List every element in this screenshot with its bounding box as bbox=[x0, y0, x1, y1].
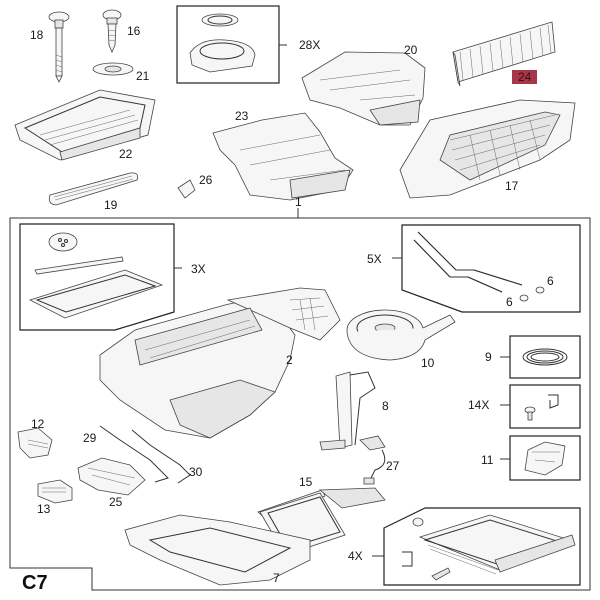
callout-27[interactable]: 27 bbox=[386, 459, 400, 473]
callout-9[interactable]: 9 bbox=[485, 350, 492, 364]
callout-18[interactable]: 18 bbox=[30, 28, 44, 42]
part-2-hvac-housing bbox=[99, 287, 341, 439]
callout-10[interactable]: 10 bbox=[421, 356, 435, 370]
callout-6b[interactable]: 6 bbox=[506, 295, 513, 309]
part-18-long-screw bbox=[48, 11, 70, 83]
callout-8[interactable]: 8 bbox=[382, 399, 389, 413]
part-11-resistor bbox=[524, 441, 566, 476]
part-4x-evaporator bbox=[402, 514, 576, 581]
part-21-grommet bbox=[92, 62, 134, 76]
part-10-blower-motor bbox=[346, 309, 456, 361]
callout-1[interactable]: 1 bbox=[295, 195, 302, 209]
callout-7[interactable]: 7 bbox=[273, 571, 280, 585]
part-23-duct-housing bbox=[212, 112, 354, 201]
kit-box-3x bbox=[19, 223, 175, 331]
callout-15[interactable]: 15 bbox=[299, 475, 313, 489]
part-30-cable bbox=[131, 429, 191, 484]
callout-30[interactable]: 30 bbox=[189, 465, 203, 479]
part-25-bracket bbox=[77, 457, 146, 496]
part-16-screw bbox=[102, 9, 122, 54]
callout-13[interactable]: 13 bbox=[37, 502, 51, 516]
callout-28x[interactable]: 28X bbox=[299, 38, 321, 52]
callout-2[interactable]: 2 bbox=[286, 353, 293, 367]
part-29-cable bbox=[99, 425, 169, 483]
part-28x-rings bbox=[189, 13, 256, 73]
callout-5x[interactable]: 5X bbox=[367, 252, 382, 266]
callout-17[interactable]: 17 bbox=[505, 179, 519, 193]
callout-6a[interactable]: 6 bbox=[547, 274, 554, 288]
callout-23[interactable]: 23 bbox=[235, 109, 249, 123]
part-26-clip bbox=[177, 179, 196, 199]
callout-16[interactable]: 16 bbox=[127, 24, 141, 38]
kit-box-5x bbox=[401, 224, 581, 313]
callout-19[interactable]: 19 bbox=[104, 198, 118, 212]
callout-26[interactable]: 26 bbox=[199, 173, 213, 187]
part-17-inlet-grille bbox=[399, 99, 576, 199]
callout-3x[interactable]: 3X bbox=[191, 262, 206, 276]
assembly-frame bbox=[9, 217, 591, 591]
part-7-lower-housing bbox=[124, 514, 311, 586]
callout-4x[interactable]: 4X bbox=[348, 549, 363, 563]
part-9-seal bbox=[522, 348, 568, 366]
part-3x-filter-seals bbox=[28, 232, 164, 319]
callout-29[interactable]: 29 bbox=[83, 431, 97, 445]
callout-22[interactable]: 22 bbox=[119, 147, 133, 161]
part-20-upper-duct bbox=[301, 51, 426, 126]
part-24-cabin-filter bbox=[452, 21, 556, 87]
kit-box-9 bbox=[509, 335, 581, 379]
part-22-vent-frame bbox=[14, 89, 156, 161]
kit-box-14x bbox=[509, 384, 581, 429]
callout-14x[interactable]: 14X bbox=[468, 398, 490, 412]
part-5x-pipes bbox=[413, 231, 545, 302]
part-27-harness bbox=[359, 435, 386, 485]
section-code: C7 bbox=[22, 572, 48, 594]
callout-24[interactable]: 24 bbox=[512, 70, 538, 84]
callout-20[interactable]: 20 bbox=[404, 43, 418, 57]
part-14x-screw-clip bbox=[524, 394, 559, 421]
part-13-actuator bbox=[37, 479, 73, 504]
part-19-seal-strip bbox=[48, 172, 139, 206]
part-8-air-duct bbox=[319, 371, 376, 451]
callout-25[interactable]: 25 bbox=[109, 495, 123, 509]
callout-11[interactable]: 11 bbox=[481, 453, 494, 467]
callout-21[interactable]: 21 bbox=[136, 69, 150, 83]
callout-12[interactable]: 12 bbox=[31, 417, 45, 431]
part-12-actuator bbox=[17, 427, 53, 459]
